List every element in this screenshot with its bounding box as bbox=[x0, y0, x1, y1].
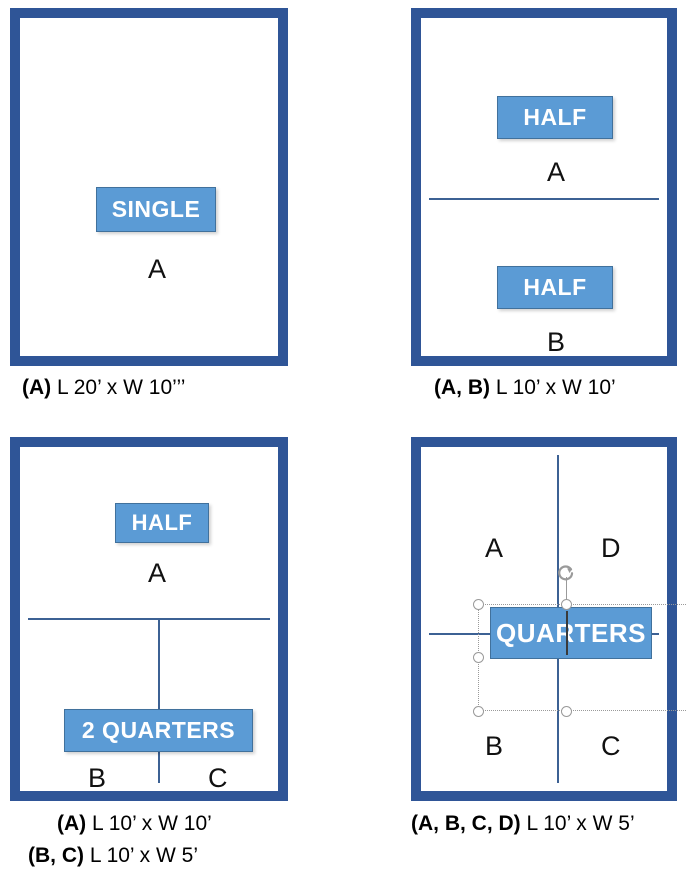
caption-panel-half-and-two-quarters-line2: (B, C) L 10’ x W 5’ bbox=[28, 843, 198, 869]
rotation-handle-stem bbox=[566, 577, 567, 605]
panel-single: SINGLE A bbox=[10, 8, 288, 366]
caption-dims: L 10’ x W 10’ bbox=[86, 812, 212, 835]
panel-half-and-two-quarters: HALF A 2 QUARTERS B C bbox=[10, 437, 288, 801]
resize-handle-top-left[interactable] bbox=[472, 598, 484, 610]
unit-interior: SINGLE A bbox=[28, 26, 270, 348]
caption-panel-half-and-two-quarters-line1: (A) L 10’ x W 10’ bbox=[57, 811, 212, 837]
room-letter-c: C bbox=[601, 731, 621, 761]
chip-label: SINGLE bbox=[111, 196, 201, 222]
resize-handle-bottom-left[interactable] bbox=[472, 705, 484, 717]
unit-interior: HALF A 2 QUARTERS B C bbox=[28, 455, 270, 792]
caption-dims: L 10’ x W 5’ bbox=[520, 812, 635, 835]
unit-interior: A D B C QUARTERS bbox=[429, 455, 687, 783]
room-letter-d: D bbox=[601, 533, 621, 563]
room-letter-b: B bbox=[485, 731, 504, 761]
caption-dims: L 10’ x W 5’ bbox=[84, 844, 198, 867]
room-letter-a: A bbox=[148, 254, 167, 284]
caption-panel-single: (A) L 20’ x W 10’’’ bbox=[22, 375, 185, 401]
caption-ids: (A, B, C, D) bbox=[411, 812, 521, 835]
chip-half-bottom[interactable]: HALF bbox=[497, 266, 613, 309]
text-caret bbox=[566, 611, 568, 655]
chip-half[interactable]: HALF bbox=[115, 503, 209, 543]
chip-single[interactable]: SINGLE bbox=[96, 187, 216, 232]
caption-dims: L 20’ x W 10’’’ bbox=[51, 376, 186, 399]
divider-horizontal bbox=[28, 618, 270, 620]
unit-frame[interactable]: HALF A HALF B bbox=[411, 8, 677, 366]
panel-halves: HALF A HALF B bbox=[411, 8, 677, 366]
chip-two-quarters[interactable]: 2 QUARTERS bbox=[64, 709, 253, 752]
room-letter-b: B bbox=[88, 763, 107, 793]
room-letter-a: A bbox=[485, 533, 504, 563]
chip-label: HALF bbox=[131, 510, 193, 535]
chip-label: HALF bbox=[523, 104, 587, 130]
caption-dims: L 10’ x W 10’ bbox=[490, 376, 616, 399]
rotate-icon[interactable] bbox=[555, 561, 577, 583]
divider-vertical bbox=[158, 618, 160, 783]
caption-ids: (A, B) bbox=[434, 376, 490, 399]
divider-horizontal bbox=[429, 198, 659, 200]
chip-label: QUARTERS bbox=[496, 618, 646, 648]
unit-interior: HALF A HALF B bbox=[429, 26, 659, 356]
caption-panel-quarters: (A, B, C, D) L 10’ x W 5’ bbox=[411, 811, 635, 837]
resize-handle-bottom-center[interactable] bbox=[560, 705, 572, 717]
chip-quarters[interactable]: QUARTERS bbox=[490, 607, 652, 659]
room-letter-a: A bbox=[547, 157, 566, 187]
caption-panel-halves: (A, B) L 10’ x W 10’ bbox=[434, 375, 616, 401]
caption-ids: (A) bbox=[57, 812, 87, 835]
room-letter-c: C bbox=[208, 763, 228, 793]
room-letter-b: B bbox=[547, 327, 566, 357]
chip-half-top[interactable]: HALF bbox=[497, 96, 613, 139]
unit-frame[interactable]: A D B C QUARTERS bbox=[411, 437, 687, 801]
panel-quarters: A D B C QUARTERS bbox=[411, 437, 687, 801]
unit-frame[interactable]: HALF A 2 QUARTERS B C bbox=[10, 437, 288, 801]
caption-ids: (B, C) bbox=[28, 844, 84, 867]
unit-frame[interactable]: SINGLE A bbox=[10, 8, 288, 366]
resize-handle-middle-left[interactable] bbox=[472, 651, 484, 663]
caption-ids: (A) bbox=[22, 376, 52, 399]
chip-label: HALF bbox=[523, 274, 587, 300]
chip-label: 2 QUARTERS bbox=[81, 717, 236, 743]
resize-handle-top-center[interactable] bbox=[560, 598, 572, 610]
room-letter-a: A bbox=[148, 558, 167, 588]
